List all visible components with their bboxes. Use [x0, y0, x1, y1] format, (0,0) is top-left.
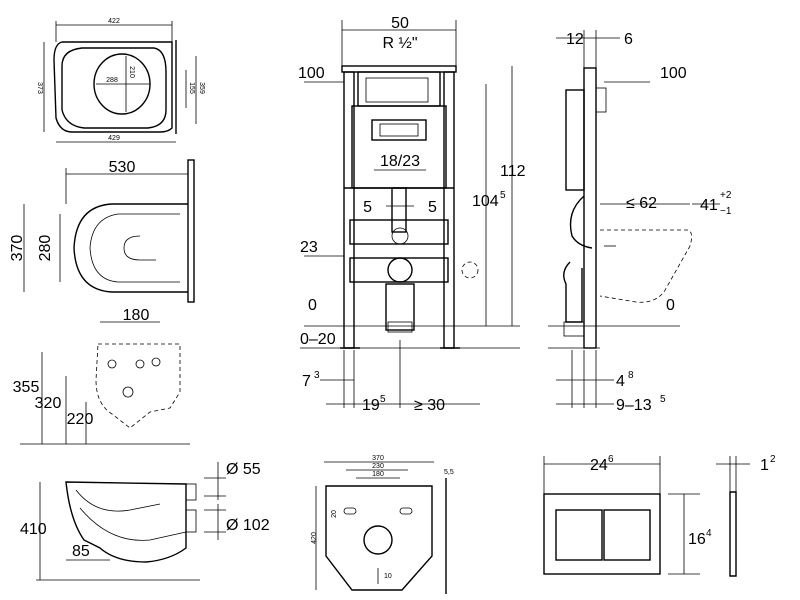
rear-h3-label: 220	[67, 411, 94, 428]
side-height-label: 410	[20, 521, 47, 538]
outlet-diameter-label: Ø 102	[226, 517, 270, 534]
side-offset-label: 85	[72, 543, 90, 560]
frame-bottom-left-label: 7	[302, 373, 311, 390]
frame-bottom-right-label: ≥ 30	[414, 397, 445, 414]
side-bot-range-label: 9–13	[616, 397, 652, 414]
seat-view: 422 373 288 210 429 359 155	[36, 18, 205, 143]
seat-right-depth-label: 359	[198, 82, 205, 94]
side-seat-minus-label: −1	[720, 206, 732, 217]
bowl-length-label: 530	[109, 159, 136, 176]
mat-bottom-label: 10	[384, 573, 392, 580]
side-seat-plus-label: +2	[720, 190, 732, 201]
bowl-width-label: 370	[9, 235, 26, 262]
mat-inner-label: 230	[372, 463, 384, 470]
rear-h1-label: 355	[13, 379, 40, 396]
plate-height-label: 16	[688, 531, 706, 548]
plate-view: 24 6 16 4 1 2	[543, 454, 776, 577]
mat-hole-small-label: 20	[331, 510, 338, 518]
plate-width-sup: 6	[608, 454, 614, 465]
mat-view: 370 230 180 420 20 10 5,5	[311, 455, 454, 594]
side-top-b-label: 6	[624, 31, 633, 48]
seat-inner-depth-label: 210	[128, 66, 135, 78]
bowl-rear-view: 180 355 320 220	[13, 307, 190, 445]
side-top-a-label: 12	[566, 31, 584, 48]
frame-height-112-label: 112	[500, 163, 526, 180]
rear-spacing-label: 180	[123, 307, 150, 324]
frame-height-104-label: 104	[472, 193, 499, 210]
inlet-diameter-label: Ø 55	[226, 461, 261, 478]
seat-inner-width-label: 288	[106, 77, 118, 84]
mat-height-label: 420	[311, 532, 318, 544]
frame-inner-spacing-label: 18/23	[380, 153, 420, 170]
mat-thickness-label: 5,5	[444, 469, 454, 476]
seat-right-inner-label: 155	[188, 82, 195, 94]
mat-hole-label: 180	[372, 471, 384, 478]
frame-level-0-label: 0	[308, 297, 317, 314]
frame-range-label: 0–20	[300, 331, 336, 348]
side-bot-right-sup: 8	[628, 370, 634, 381]
bowl-top-view: 530 370 280	[9, 159, 195, 303]
frame-level-23-label: 23	[300, 239, 318, 256]
bowl-inner-label: 280	[37, 235, 54, 262]
seat-rear-width-label: 429	[108, 135, 120, 142]
side-seat-height-label: 41	[700, 197, 718, 214]
frame-width-label: 50	[391, 15, 409, 32]
seat-depth-label: 373	[36, 82, 43, 94]
bowl-side-view: 410 85 Ø 55 Ø 102	[20, 461, 270, 581]
side-projection-label: ≤ 62	[626, 195, 657, 212]
plate-depth-sup: 2	[770, 454, 776, 465]
plate-height-sup: 4	[706, 528, 712, 539]
mat-width-label: 370	[372, 455, 384, 462]
frame-level-top-label: 100	[298, 65, 325, 82]
frame-height-104-sup: 5	[500, 190, 506, 201]
seat-width-label: 422	[108, 18, 120, 25]
frame-left-offset-label: 5	[363, 199, 372, 216]
side-level-0-label: 0	[666, 297, 675, 314]
frame-bottom-left-sup: 3	[314, 370, 320, 381]
frame-bottom-mid-sup: 5	[380, 394, 386, 405]
side-bot-range-sup: 5	[660, 394, 666, 405]
frame-bottom-mid-label: 19	[362, 397, 380, 414]
side-level-top-label: 100	[660, 65, 687, 82]
side-bot-right-label: 4	[616, 373, 625, 390]
frame-right-offset-label: 5	[428, 199, 437, 216]
frame-front-view: 50 R ½" 18/23 5 5 100 23 0 0	[298, 15, 526, 414]
plate-width-label: 24	[590, 457, 608, 474]
rear-h2-label: 320	[35, 395, 62, 412]
plate-depth-label: 1	[760, 457, 769, 474]
frame-thread-label: R ½"	[382, 35, 417, 52]
frame-side-view: 12 6 100 ≤ 62 41 +2 −1 0 4 8 9–13 5	[548, 30, 732, 414]
